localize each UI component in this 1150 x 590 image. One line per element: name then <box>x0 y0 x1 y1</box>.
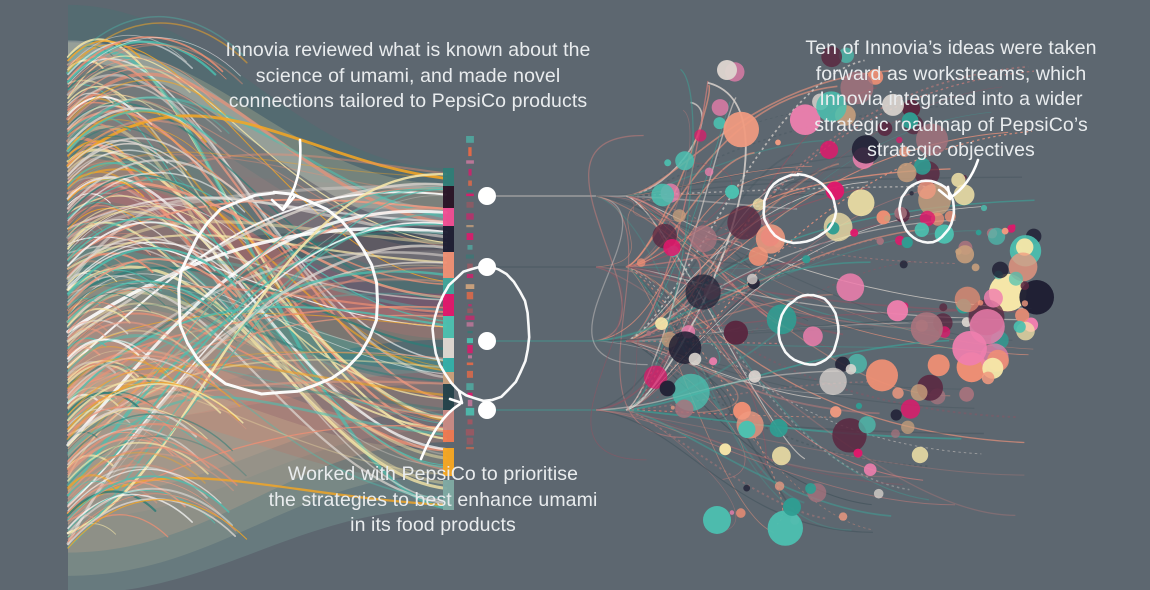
highlight-cluster-lower <box>777 293 840 366</box>
workstream-hub-group[interactable] <box>478 187 496 419</box>
highlight-hub-group <box>431 265 531 403</box>
arrow-to-flow <box>281 138 302 211</box>
network-link-group <box>496 59 1035 533</box>
arrow-to-cluster <box>948 158 980 200</box>
arrow-to-cluster-head <box>937 185 952 201</box>
arrow-to-orange-node-head <box>448 389 464 405</box>
workstream-hub-3[interactable] <box>478 332 496 350</box>
sankey-flow-group <box>66 4 448 590</box>
node-bar-column <box>443 168 454 510</box>
highlight-cluster-upper <box>762 172 838 245</box>
arrow-to-orange-node <box>419 402 462 461</box>
highlight-flow-crossing <box>177 190 379 396</box>
marker-column <box>465 136 475 450</box>
bubble-cluster-group <box>636 46 1054 546</box>
annotation-arrow-group <box>270 138 980 461</box>
workstream-hub-1[interactable] <box>478 187 496 205</box>
highlight-circle-group <box>177 172 956 403</box>
arrow-to-flow-head <box>270 195 296 212</box>
workstream-hub-4[interactable] <box>478 401 496 419</box>
